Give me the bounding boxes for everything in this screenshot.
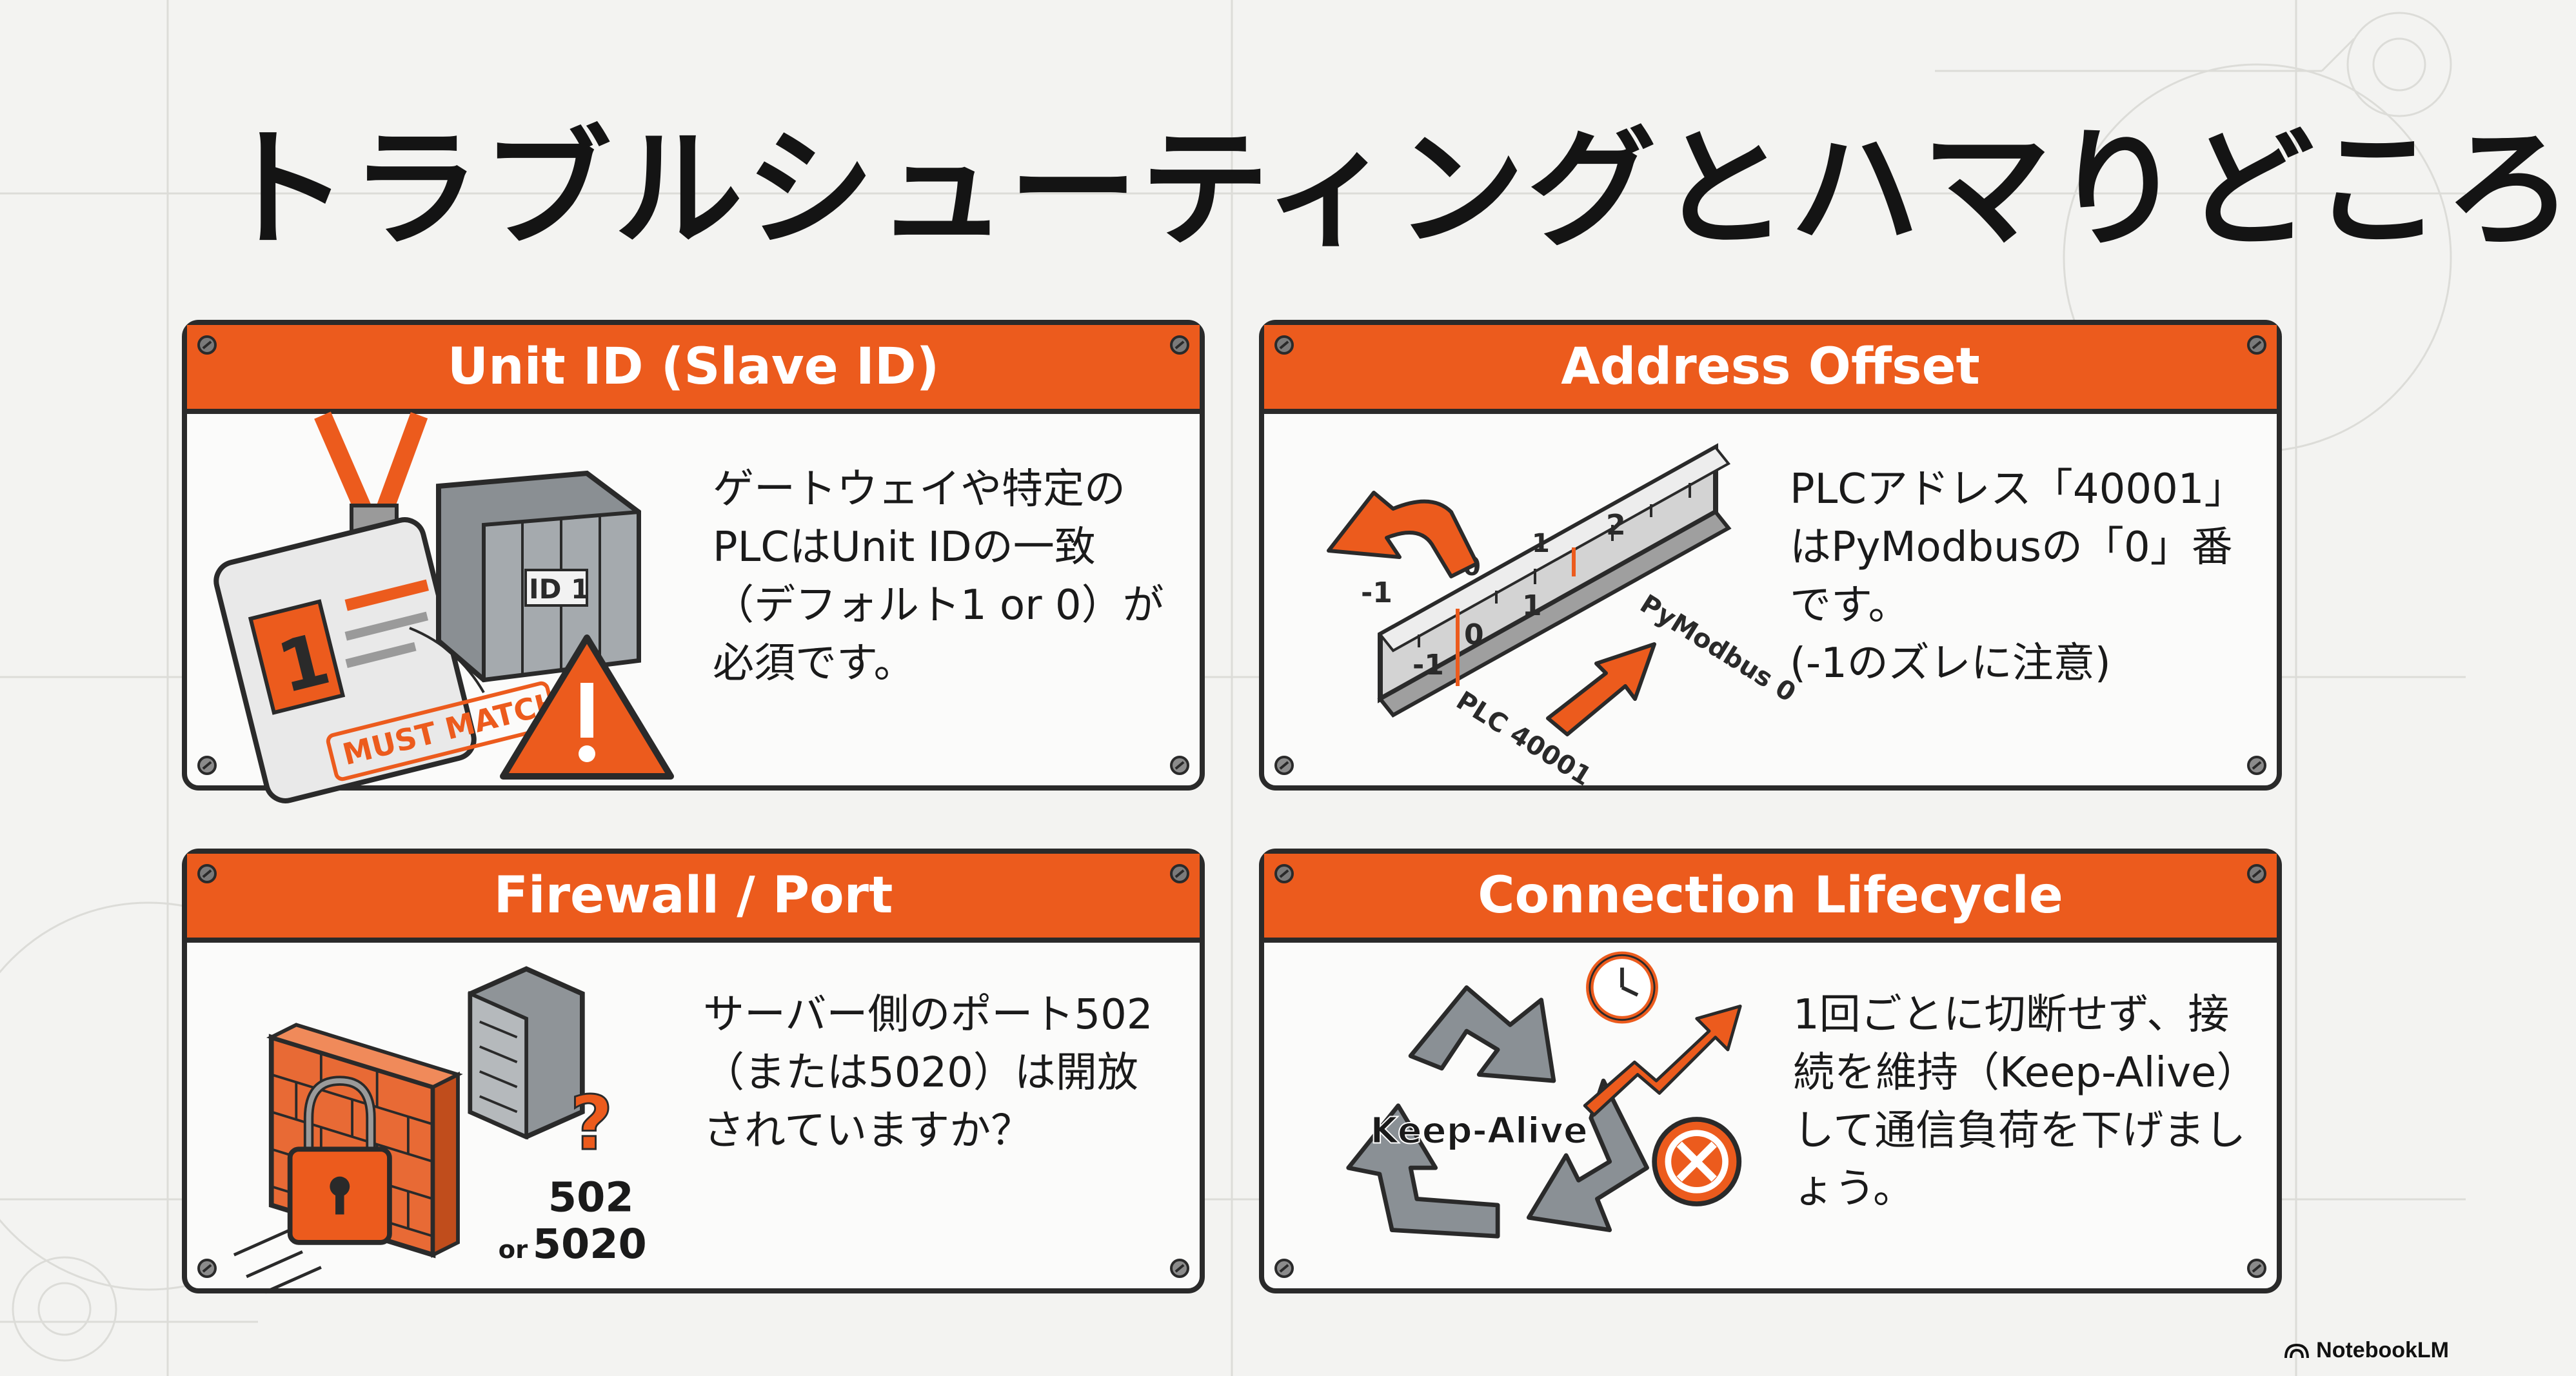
warning-icon bbox=[500, 634, 674, 780]
lifecycle-illustration: Keep-Alive bbox=[1346, 951, 1742, 1239]
card-body-text: サーバー側のポート502 （または5020）は開放 されていますか？ bbox=[703, 991, 1153, 1155]
trend-up-arrow-icon bbox=[1583, 1005, 1742, 1117]
card-header: Unit ID (Slave ID) bbox=[187, 325, 1200, 414]
ruler-tick: 1 bbox=[1532, 529, 1550, 558]
ruler-tick: 1 bbox=[1522, 589, 1542, 622]
screw-icon bbox=[1274, 1259, 1294, 1278]
recycle-arrows-icon bbox=[1346, 985, 1649, 1239]
screw-icon bbox=[2247, 335, 2266, 355]
screw-icon bbox=[197, 1259, 217, 1278]
card-header: Address Offset bbox=[1264, 325, 2277, 414]
card-body-text: PLCアドレス「40001」 はPyModbusの「0」番 です。 (-1のズレ… bbox=[1790, 466, 2246, 687]
port-secondary: 5020 bbox=[533, 1221, 647, 1268]
screw-icon bbox=[1170, 756, 1189, 775]
card-unit-id: Unit ID (Slave ID) 1 ID 1 MUST MATCH bbox=[182, 320, 1205, 803]
card-body-text: 1回ごとに切断せず、接 続を維持（Keep-Alive） して通信負荷を下げまし… bbox=[1793, 991, 2258, 1213]
card-header-title: Address Offset bbox=[1561, 338, 1980, 396]
card-header: Connection Lifecycle bbox=[1264, 854, 2277, 943]
screw-icon bbox=[2247, 864, 2266, 883]
ruler-tick: 0 bbox=[1464, 618, 1484, 651]
card-header-title: Unit ID (Slave ID) bbox=[447, 338, 940, 396]
screw-icon bbox=[197, 864, 217, 883]
id-badge-icon: 1 bbox=[213, 411, 477, 803]
cycle-label: Keep-Alive bbox=[1370, 1110, 1587, 1152]
screw-icon bbox=[1274, 864, 1294, 883]
card-address-offset: Address Offset -1 0 1 -1 0 bbox=[1259, 320, 2282, 792]
screw-icon bbox=[197, 756, 217, 775]
server-icon bbox=[468, 966, 585, 1140]
address-offset-illustration: -1 0 1 -1 0 1 2 PyModbus 0 PLC 40001 bbox=[1327, 443, 1801, 792]
card-connection-lifecycle: Connection Lifecycle Keep-Alive 1回ごとに切断せ… bbox=[1259, 849, 2282, 1293]
screw-icon bbox=[197, 335, 217, 355]
screw-icon bbox=[1274, 756, 1294, 775]
clock-icon bbox=[1586, 951, 1658, 1024]
brand-label: NotebookLM bbox=[2316, 1338, 2449, 1362]
notebooklm-logo-icon bbox=[2284, 1343, 2310, 1358]
arrow-icon bbox=[1327, 491, 1656, 736]
ruler-tick: 2 bbox=[1606, 509, 1626, 542]
ruler-tick: -1 bbox=[1412, 649, 1444, 682]
card-header-title: Connection Lifecycle bbox=[1478, 867, 2063, 925]
unit-id-illustration: 1 ID 1 MUST MATCH bbox=[213, 411, 674, 803]
screw-icon bbox=[2247, 1259, 2266, 1278]
screw-icon bbox=[2247, 756, 2266, 775]
plc-device-icon: ID 1 bbox=[436, 470, 641, 683]
brand-watermark: NotebookLM bbox=[2284, 1338, 2449, 1363]
card-body-text: ゲートウェイや特定の PLCはUnit IDの一致 （デフォルト1 or 0）が… bbox=[713, 466, 1164, 687]
card-header: Firewall / Port bbox=[187, 854, 1200, 943]
page-title: トラブルシューティングとハマりどころ bbox=[219, 115, 2576, 265]
firewall-illustration: ? 502 or 5020 bbox=[233, 966, 647, 1294]
screw-icon bbox=[1170, 1259, 1189, 1278]
ruler-tick: -1 bbox=[1361, 576, 1392, 609]
device-label: ID 1 bbox=[529, 573, 590, 605]
screw-icon bbox=[1170, 864, 1189, 883]
screw-icon bbox=[1170, 335, 1189, 355]
screw-icon bbox=[1274, 335, 1294, 355]
card-firewall-port: Firewall / Port bbox=[182, 849, 1205, 1294]
question-icon: ? bbox=[570, 1081, 613, 1167]
ruler-icon: -1 0 1 -1 0 1 2 bbox=[1361, 443, 1732, 718]
padlock-icon bbox=[287, 1076, 392, 1245]
label-pymodbus: PyModbus 0 bbox=[1635, 589, 1801, 708]
port-or: or bbox=[499, 1235, 528, 1264]
card-header-title: Firewall / Port bbox=[493, 867, 893, 925]
port-primary: 502 bbox=[548, 1174, 634, 1222]
cancel-icon bbox=[1652, 1117, 1742, 1206]
